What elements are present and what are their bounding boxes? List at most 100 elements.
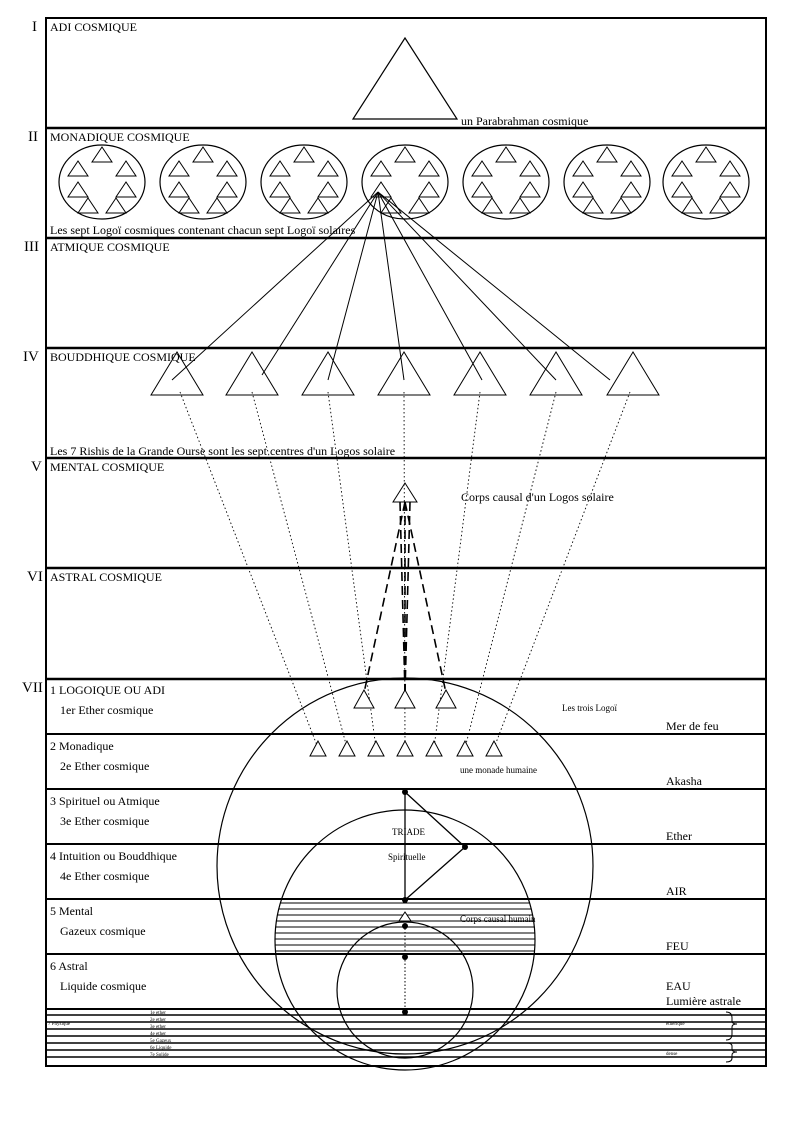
solar-logos-triangle [168,181,190,198]
dotted-line-2 [251,391,348,749]
plane-numeral-2: II [28,129,38,145]
trois-logoi-caption: Les trois Logoï [562,703,617,713]
logos-triangle-2 [394,688,416,709]
subplane-1-element: Mer de feu [666,719,719,733]
cosmic-logos-circle [58,144,146,220]
solar-logos-triangle [115,181,137,198]
plane-numeral-6: VI [27,569,43,585]
solar-logos-triangle [572,160,594,177]
dotted-lines [179,391,631,749]
plane-title-bouddhique: BOUDDHIQUE COSMIQUE [50,350,196,364]
brace-dense-icon [725,1042,738,1063]
subplane-4-element: AIR [666,884,687,898]
rishi-triangle-3 [301,351,355,396]
fan-line-7 [377,191,611,381]
solar-logos-triangle [105,197,127,214]
solar-logos-triangle [168,160,190,177]
phys-sub-3: 3e ether [150,1025,166,1030]
parabrahman-triangle [351,36,459,120]
solar-logos-triangle [671,160,693,177]
solar-logos-triangle [572,181,594,198]
subplane-1-title: 1 LOGOIQUE OU ADI [50,683,165,697]
subplane-6-subtitle: Liquide cosmique [60,979,146,993]
plane-dividers [46,126,766,681]
rishi-triangles-group [150,351,660,396]
fan-line-3 [327,191,379,381]
triad-dot-top [402,789,408,795]
solar-logos-triangle [481,197,503,214]
solar-logos-triangle [307,197,329,214]
subplane-5-subtitle: Gazeux cosmique [60,924,146,938]
solar-logos-triangle [596,146,618,163]
solar-logos-triangle [620,160,642,177]
solar-logos-triangle [370,160,392,177]
subplane-dividers [46,733,766,1010]
monade-triangle-2 [338,739,356,757]
phys-sub-4: 4e ether [150,1032,166,1037]
outer-sphere [216,677,594,1055]
cosmic-logos-4 [361,144,449,220]
cosmic-logos-7 [662,144,750,220]
brace-icons [725,1011,738,1063]
plane-numeral-7: VII [22,680,43,696]
subplane-2-subtitle: 2e Ether cosmique [60,759,149,773]
cosmic-logos-circle [361,144,449,220]
triad-dot-bottom [402,897,408,903]
plane-title-atmique: ATMIQUE COSMIQUE [50,240,170,254]
rishi-triangle-1 [150,351,204,396]
solar-logos-triangle [77,197,99,214]
cosmic-logoi-group [58,144,750,220]
solar-logos-triangle [67,160,89,177]
plane-numeral-1: I [32,19,37,35]
rishis-caption: Les 7 Rishis de la Grande Ourse sont les… [50,444,395,458]
triad-dot-right [462,844,468,850]
subplane-labels: 1 LOGOIQUE OU ADI 1er Ether cosmique Mer… [50,683,741,1008]
lumiere-astrale-label: Lumière astrale [666,994,741,1008]
cosmic-logos-circle [159,144,247,220]
solar-logos-triangle [519,160,541,177]
descent-dot-2 [402,954,408,960]
solar-logos-triangle [216,181,238,198]
monade-triangle-3 [367,739,385,757]
monade-triangle-7 [485,739,503,757]
subplane-3-title: 3 Spirituel ou Atmique [50,794,160,808]
fan-line-5 [377,191,483,381]
dotted-line-6 [464,391,557,749]
solar-logos-triangle [408,197,430,214]
fan-line-2 [261,191,379,376]
plane-numeral-4: IV [23,349,39,365]
subplane-3-subtitle: 3e Ether cosmique [60,814,149,828]
descent-dot-1 [402,923,408,929]
solar-logos-triangle [681,197,703,214]
subplane-6-element: EAU [666,979,691,993]
corps-causal-humain-caption: Corps causal humain [460,914,536,924]
causal-human-triangle [398,911,412,922]
phys-sub-1: 1e ether [150,1011,166,1016]
cosmic-logos-circle [462,144,550,220]
phys-sub-6: 6e Liquide [150,1046,172,1051]
plane-title-mental: MENTAL COSMIQUE [50,460,164,474]
physique-label: 7 Physique [48,1022,71,1027]
spirituelle-label: Spirituelle [388,852,426,862]
outer-frame [45,17,767,1067]
phys-sub-2: 2e ether [150,1018,166,1023]
solar-logos-triangle [671,181,693,198]
solar-logos-triangle [471,181,493,198]
plane-title-monadique: MONADIQUE COSMIQUE [50,130,190,144]
physical-labels: 7 Physique 1e ether 2e ether 3e ether 4e… [48,1011,685,1058]
logos-triangle-3 [435,688,457,709]
subplane-3-element: Ether [666,829,692,843]
subplane-1-subtitle: 1er Ether cosmique [60,703,153,717]
inner-sphere [336,921,474,1059]
logos-triangle-1 [353,688,375,709]
solar-logos-triangle [279,197,301,214]
solar-logos-triangle [620,181,642,198]
corps-causal-logos-caption: Corps causal d'un Logos solaire [461,490,614,504]
solar-logos-triangle [471,160,493,177]
monades-group [309,739,503,757]
plane-title-astral: ASTRAL COSMIQUE [50,570,162,584]
descent-dot-3 [402,1009,408,1015]
solar-logos-triangle [115,160,137,177]
solar-logos-triangle [610,197,632,214]
